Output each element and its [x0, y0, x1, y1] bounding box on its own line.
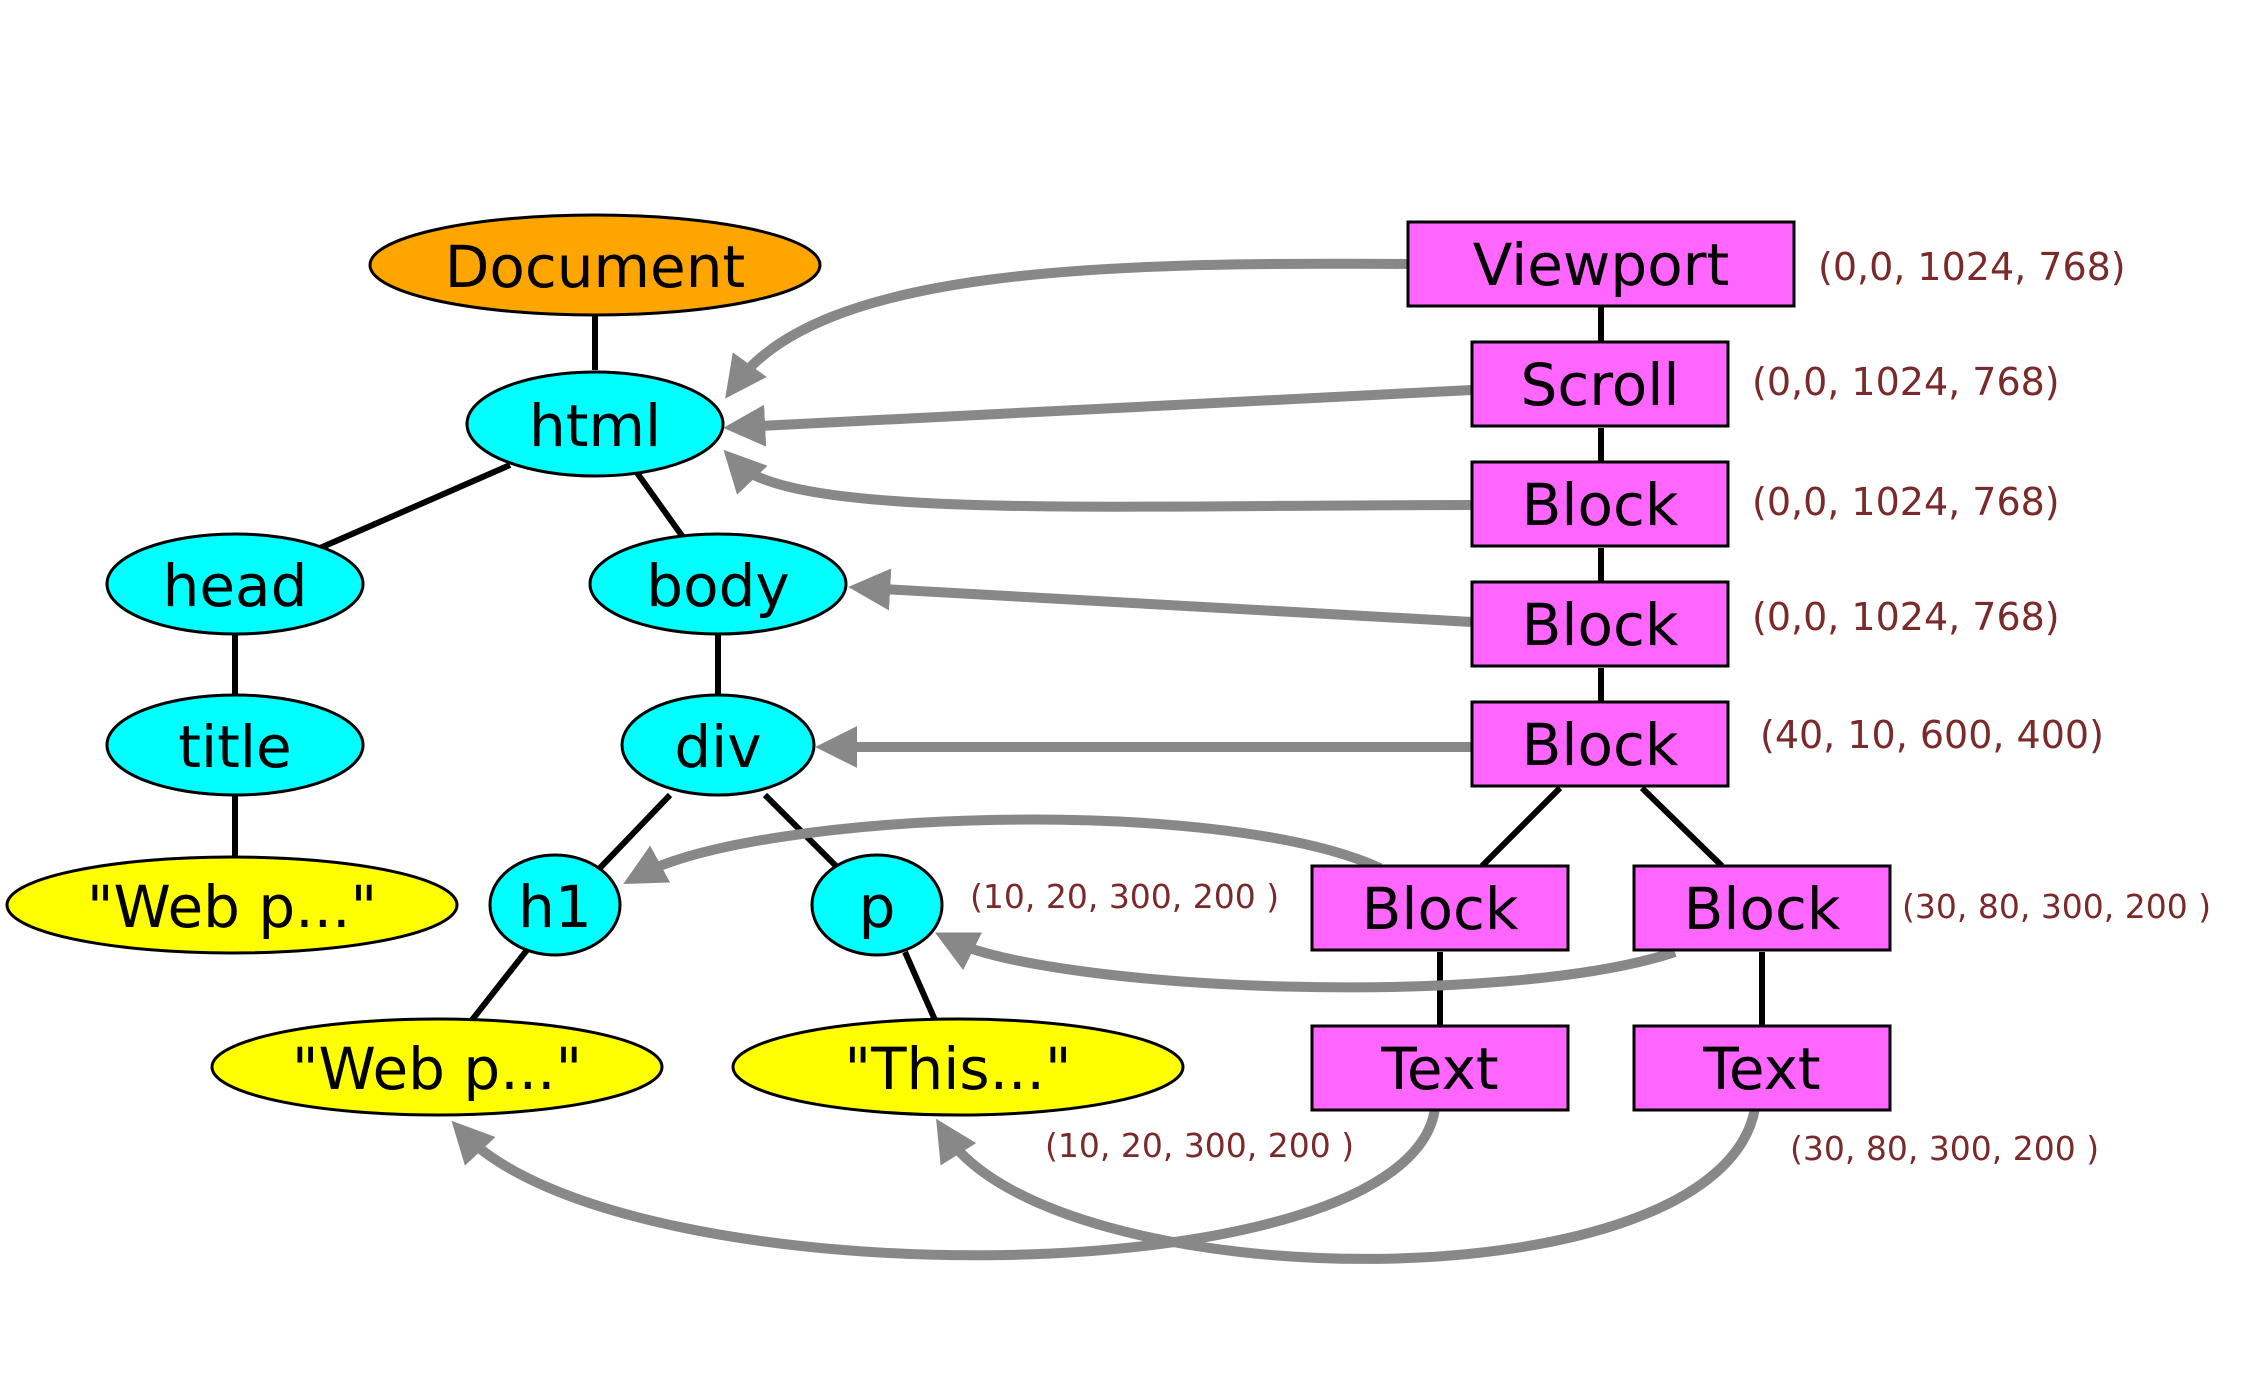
text1-coords: (10, 20, 300, 200 ) — [1045, 1126, 1354, 1165]
arrow-block1-html — [723, 449, 1473, 512]
block4-label: Block — [1362, 875, 1519, 943]
block2-label: Block — [1522, 591, 1679, 659]
p-label: p — [859, 873, 896, 941]
edge-block3-block4 — [1479, 785, 1563, 869]
title-text-label: "Web p..." — [87, 873, 377, 941]
edge-p-text — [902, 950, 938, 1022]
render-node-text1: Text — [1310, 1024, 1570, 1112]
arrow-scroll-html — [723, 385, 1473, 447]
title-label: title — [178, 713, 291, 781]
block3-label: Block — [1522, 711, 1679, 779]
edge-html-body — [632, 468, 688, 542]
dom-node-h1-text: "Web p..." — [210, 1017, 664, 1117]
dom-node-h1: h1 — [488, 853, 622, 957]
dom-tree: Document html head body title div "Web p… — [5, 213, 1185, 1117]
dom-node-p-text: "This..." — [731, 1017, 1185, 1117]
html-label: html — [529, 392, 661, 460]
block1-coords: (0,0, 1024, 768) — [1752, 480, 2060, 524]
h1-label: h1 — [518, 873, 592, 941]
dom-node-title-text: "Web p..." — [5, 855, 459, 955]
scroll-label: Scroll — [1521, 351, 1680, 419]
arrow-text2-ptext — [936, 1107, 1760, 1264]
edge-html-head — [318, 462, 512, 551]
viewport-label: Viewport — [1473, 231, 1730, 299]
viewport-coords: (0,0, 1024, 768) — [1818, 245, 2126, 289]
block1-label: Block — [1522, 471, 1679, 539]
dom-node-head: head — [105, 532, 365, 636]
p-text-label: "This..." — [844, 1035, 1071, 1103]
edge-block3-block5 — [1639, 785, 1725, 869]
edge-h1-text — [469, 948, 530, 1022]
arrow-block5-p — [934, 932, 1677, 993]
block2-coords: (0,0, 1024, 768) — [1752, 595, 2060, 639]
render-tree: Viewport Scroll Block Block Block Block … — [1310, 220, 1892, 1112]
dom-node-body: body — [588, 532, 848, 636]
arrow-text1-h1text — [451, 1107, 1440, 1261]
dom-node-title: title — [105, 693, 365, 797]
block3-coords: (40, 10, 600, 400) — [1760, 713, 2104, 757]
render-node-block4: Block — [1310, 864, 1570, 952]
arrow-viewport-html — [725, 258, 1409, 399]
document-label: Document — [445, 233, 745, 301]
block5-coords: (30, 80, 300, 200 ) — [1902, 887, 2211, 926]
render-node-block5: Block — [1632, 864, 1892, 952]
dom-tree-edges — [232, 315, 938, 1022]
block5-label: Block — [1684, 875, 1841, 943]
dom-node-p: p — [810, 853, 944, 957]
h1-text-label: "Web p..." — [292, 1035, 582, 1103]
block4-coords: (10, 20, 300, 200 ) — [970, 877, 1279, 916]
dom-node-div: div — [620, 693, 816, 797]
render-node-text2: Text — [1632, 1024, 1892, 1112]
render-node-block3: Block — [1470, 700, 1730, 788]
text2-label: Text — [1702, 1035, 1820, 1103]
head-label: head — [163, 552, 308, 620]
arrow-block2-body — [848, 568, 1473, 627]
body-label: body — [646, 552, 789, 620]
mapping-arrows — [451, 258, 1760, 1264]
div-label: div — [674, 713, 761, 781]
render-node-block1: Block — [1470, 460, 1730, 548]
text2-coords: (30, 80, 300, 200 ) — [1790, 1129, 2099, 1168]
render-node-scroll: Scroll — [1470, 340, 1730, 428]
scroll-coords: (0,0, 1024, 768) — [1752, 360, 2060, 404]
edge-div-h1 — [595, 792, 673, 873]
arrow-block4-h1 — [623, 814, 1383, 884]
dom-node-document: Document — [368, 213, 822, 317]
render-node-block2: Block — [1470, 580, 1730, 668]
text1-label: Text — [1380, 1035, 1498, 1103]
dom-node-html: html — [465, 370, 725, 478]
coordinate-labels: (0,0, 1024, 768) (0,0, 1024, 768) (0,0, … — [970, 245, 2211, 1168]
render-node-viewport: Viewport — [1406, 220, 1796, 308]
